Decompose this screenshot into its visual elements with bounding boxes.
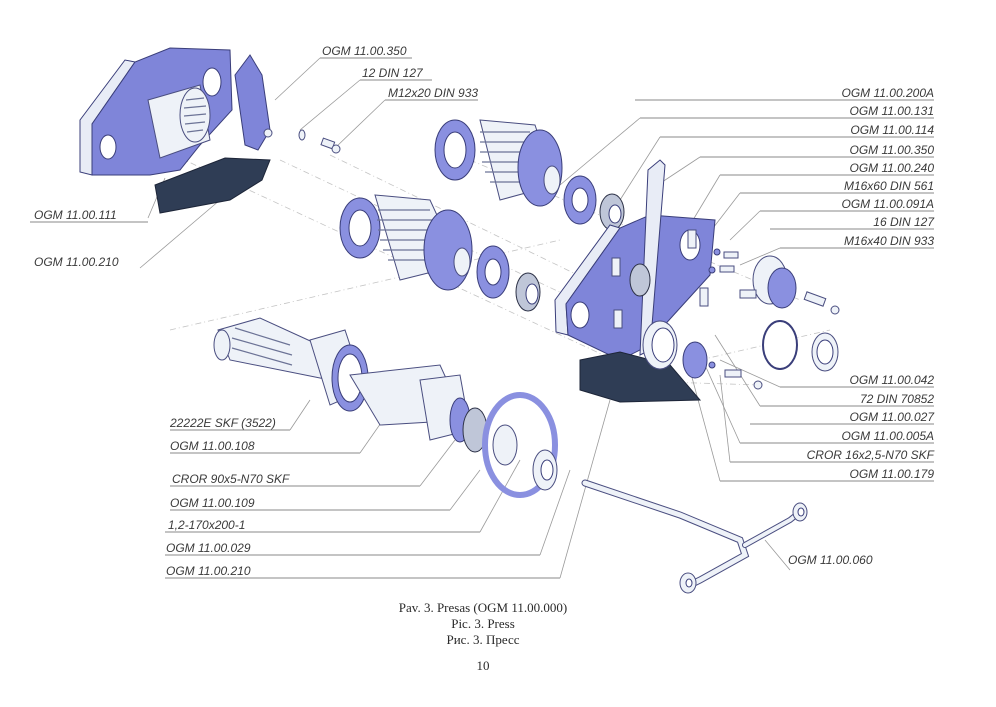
- roller-upper: [434, 119, 625, 231]
- part-label: 12 DIN 127: [362, 66, 423, 80]
- needle-bearing-right: [642, 320, 708, 379]
- clamp-bolts: [611, 229, 709, 329]
- figure-caption-lt: Pav. 3. Presas (OGM 11.00.000): [398, 600, 568, 615]
- part-label: OGM 11.00.060: [788, 553, 873, 567]
- part-label: OGM 11.00.005A: [841, 429, 935, 443]
- lock-washer-and-nut: [762, 320, 839, 372]
- part-label: 16 DIN 127: [873, 215, 934, 229]
- part-label: OGM 11.00.108: [170, 439, 255, 453]
- part-label: OGM 11.00.350: [322, 44, 407, 58]
- part-label: 1,2-170x200-1: [168, 518, 246, 532]
- part-label: 22222E SKF (3522): [170, 416, 276, 430]
- part-label: M16x40 DIN 933: [843, 234, 934, 248]
- roller-lower: [339, 194, 541, 312]
- pipe-assembly: [581, 479, 808, 594]
- part-label: OGM 11.00.111: [34, 208, 117, 222]
- part-label: CROR 16x2,5-N70 SKF: [806, 448, 934, 462]
- side-plate-left: [79, 47, 233, 176]
- part-label: OGM 11.00.131: [849, 104, 935, 118]
- part-label: OGM 11.00.042: [849, 373, 935, 387]
- bracket-small: [234, 54, 273, 151]
- main-shaft: [213, 317, 558, 498]
- part-label: OGM 11.00.091A: [841, 197, 935, 211]
- figure-caption-ru: Рис. 3. Пресс: [446, 632, 520, 647]
- part-label: OGM 11.00.179: [849, 467, 935, 481]
- part-label: M12x20 DIN 933: [388, 86, 479, 100]
- knife-upper-left: [154, 157, 271, 214]
- page-number: 10: [476, 658, 490, 673]
- part-label: OGM 11.00.114: [850, 123, 934, 137]
- part-label: OGM 11.00.240: [849, 161, 935, 175]
- part-label: OGM 11.00.350: [849, 143, 935, 157]
- part-label: OGM 11.00.210: [34, 255, 119, 269]
- part-label: OGM 11.00.210: [166, 564, 251, 578]
- figure-caption-en: Pic. 3. Press: [451, 616, 515, 631]
- washer-and-bolt-small: [298, 129, 341, 154]
- side-plate-right: [554, 159, 716, 361]
- part-label: CROR 90x5-N70 SKF: [172, 472, 290, 486]
- part-label: OGM 11.00.200A: [841, 86, 935, 100]
- part-label: M16x60 DIN 561: [843, 179, 934, 193]
- part-label: OGM 11.00.109: [170, 496, 255, 510]
- part-label: 72 DIN 70852: [859, 392, 934, 406]
- knife-lower-right: [579, 351, 702, 403]
- part-label: OGM 11.00.029: [166, 541, 251, 555]
- eccentric-clamp: [739, 255, 840, 315]
- part-label: OGM 11.00.027: [849, 410, 935, 424]
- washers-bolts-right: [708, 248, 763, 390]
